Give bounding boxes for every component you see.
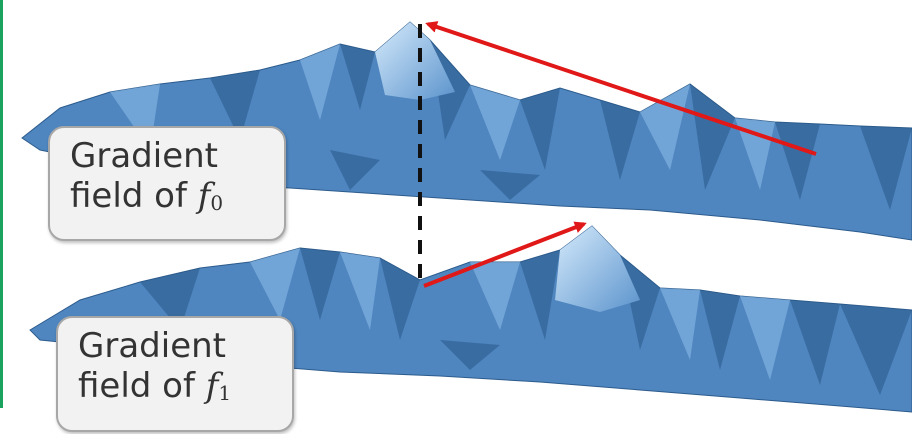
label-bottom-prefix: field of	[78, 366, 206, 406]
label-top-prefix: field of	[70, 176, 198, 216]
terrain-facet	[140, 268, 200, 330]
left-edge-line	[0, 0, 3, 408]
label-top-fn-sub: 0	[210, 191, 224, 215]
label-bottom-fn-letter: f	[205, 366, 219, 406]
terrain-facet	[480, 170, 540, 200]
terrain-facet	[470, 85, 520, 160]
terrain-facet	[520, 250, 560, 340]
terrain-facet	[690, 84, 735, 190]
terrain-facet	[340, 44, 375, 110]
terrain-facet	[840, 304, 912, 395]
terrain-facet	[250, 248, 300, 320]
terrain-facet	[380, 258, 420, 340]
terrain-facet	[210, 70, 260, 140]
label-top-function: f0	[198, 176, 223, 216]
terrain-facet	[520, 88, 560, 170]
terrain-facet	[440, 340, 500, 370]
surface-f1-peak	[555, 226, 640, 312]
terrain-facet	[775, 122, 820, 200]
terrain-facet	[860, 126, 912, 210]
terrain-facet	[340, 252, 380, 330]
terrain-facet	[700, 290, 740, 370]
terrain-facet	[330, 150, 380, 190]
terrain-facet	[790, 300, 840, 385]
terrain-facet	[660, 288, 700, 360]
label-top-fn-letter: f	[197, 176, 211, 216]
label-bottom-line1: Gradient	[78, 326, 226, 366]
label-top-line2: field of f0	[70, 176, 284, 223]
gradient-arrow-f0	[425, 21, 817, 156]
label-bottom-line2: field of f1	[78, 366, 292, 413]
label-gradient-field-f0: Gradient field of f0	[48, 126, 286, 241]
label-top-line1: Gradient	[70, 136, 218, 176]
label-gradient-field-f1: Gradient field of f1	[56, 316, 294, 432]
terrain-facet	[300, 44, 340, 120]
label-bottom-function: f1	[206, 366, 231, 406]
terrain-facet	[470, 262, 520, 330]
surface-f1	[29, 225, 912, 413]
surface-f1-facets	[140, 248, 912, 395]
terrain-facet	[600, 100, 640, 180]
gradient-arrow-f1	[423, 221, 587, 288]
surface-f0-peak	[375, 22, 455, 100]
terrain-facet	[740, 296, 790, 380]
terrain-facet	[300, 248, 340, 320]
label-bottom-fn-sub: 1	[218, 381, 232, 405]
